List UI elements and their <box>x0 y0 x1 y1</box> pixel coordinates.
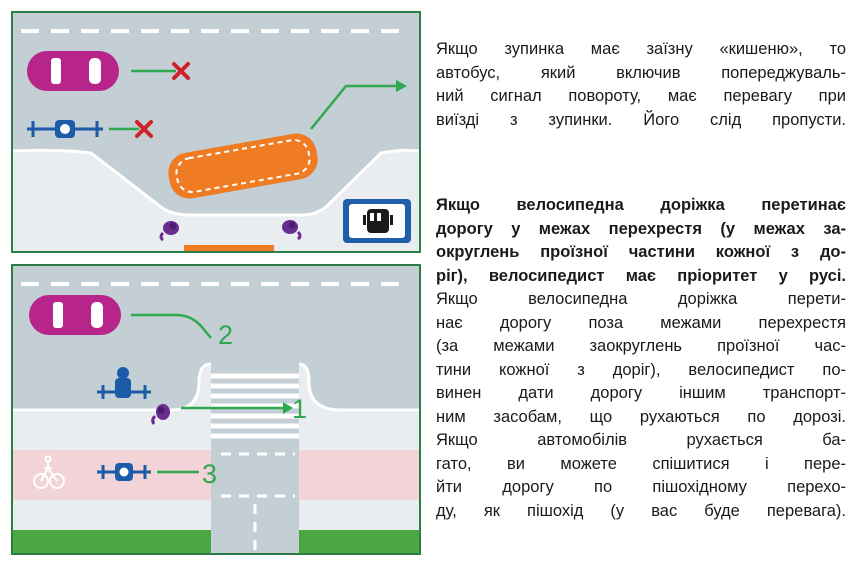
cyclist-icon <box>27 120 103 138</box>
text-line: нає дорогу поза межами перехрестя <box>436 313 846 332</box>
pedestrian-icon <box>159 221 179 242</box>
bus-stop-illustration <box>10 11 422 253</box>
bike-lane-crossing-illustration: 2 1 3 <box>11 264 421 555</box>
text-line: ду, як пішохід (у вас буде перевага). <box>436 501 846 520</box>
text-line: йти дорогу по пішохідному перехо- <box>436 478 846 496</box>
route-label-3: 3 <box>202 459 217 489</box>
bus-icon <box>168 133 318 199</box>
arrow-icon <box>310 80 407 130</box>
text-line: виїзді з зупинки. Його слід пропусти. <box>436 110 846 129</box>
text-line: Якщо велосипедна доріжка перети- <box>436 290 846 308</box>
route-label-1: 1 <box>292 394 307 424</box>
bus-stop-platform <box>184 245 274 251</box>
cyclist-icon <box>97 463 151 481</box>
car-icon <box>27 51 119 91</box>
curb <box>10 148 422 217</box>
curb <box>298 362 421 412</box>
text-line: (за межами заокруглень проїзної час- <box>436 337 846 355</box>
cross-icon <box>135 120 153 138</box>
cyclist-icon <box>97 367 151 399</box>
text-line: ним засобам, що рухаються по дорозі. <box>436 407 846 426</box>
bold-text-line: Якщо велосипедна доріжка перетинає <box>436 196 846 214</box>
pedestrian-icon <box>151 404 170 425</box>
verge-left <box>11 500 211 534</box>
figure-frame <box>11 264 421 555</box>
bold-text-line: дорогу у межах перехрестя (у межах за- <box>436 219 846 238</box>
text-line: Якщо зупинка має заїзну «кишеню», то <box>436 40 846 58</box>
text-line: Якщо автомобілів рухається ба- <box>436 431 846 449</box>
bicycle-lane-icon <box>33 455 65 489</box>
car-icon <box>29 295 121 335</box>
paragraph-cyclist-priority: Якщо велосипедна доріжка перетинає дорог… <box>436 194 846 523</box>
text-line: ний сигнал повороту, має перевагу при <box>436 87 846 105</box>
bus-stop-sign-icon <box>343 199 411 243</box>
text-line: автобус, який включив попереджуваль- <box>436 63 846 82</box>
bus-stop-scene <box>10 11 422 253</box>
curb <box>11 362 212 412</box>
text-line: тини кожної з доріг), велосипедист по- <box>436 360 846 379</box>
bold-text-line: округлень проїзної частини кожної з до- <box>436 243 846 261</box>
bold-text-line: ріг), велосипедист має пріоритет у русі. <box>436 266 846 285</box>
arrow-icon <box>181 402 293 414</box>
car-path-line <box>131 313 212 339</box>
text-line: гато, ви можете спішитися і пере- <box>436 454 846 473</box>
pedestrian-icon <box>282 220 302 241</box>
paragraph-bus-priority: Якщо зупинка має заїзну «кишеню», то авт… <box>436 38 846 132</box>
text-line: винен дати дорогу іншим транспорт- <box>436 384 846 402</box>
bike-lane-scene: 2 1 3 <box>11 264 421 555</box>
sidewalk <box>11 150 421 253</box>
verge-right <box>299 500 421 534</box>
cross-icon <box>172 62 190 80</box>
figure-frame <box>11 11 421 253</box>
route-label-2: 2 <box>218 320 233 350</box>
